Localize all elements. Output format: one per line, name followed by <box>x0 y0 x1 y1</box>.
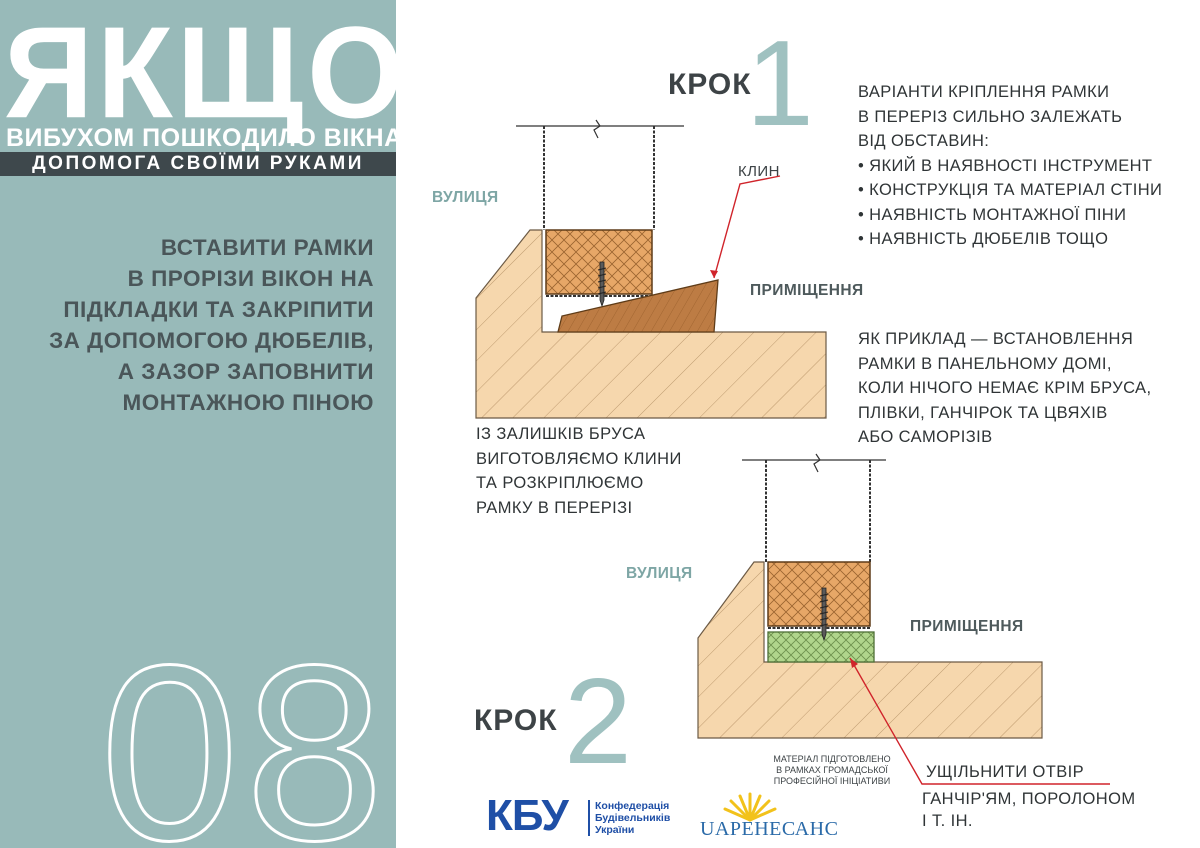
example-line: РАМКИ В ПАНЕЛЬНОМУ ДОМІ, <box>858 354 1112 373</box>
list-item: ЯКИЙ В НАЯВНОСТІ ІНСТРУМЕНТ <box>858 154 1162 179</box>
diagram-step1 <box>475 119 827 419</box>
seal-desc-line: І Т. ІН. <box>922 812 973 830</box>
timber-frame <box>545 229 653 295</box>
example-line: ЯК ПРИКЛАД — ВСТАНОВЛЕННЯ <box>858 330 1134 348</box>
intro-line: ВАРІАНТИ КРІПЛЕННЯ РАМКИ <box>858 83 1110 101</box>
step1-word: КРОК <box>668 68 752 101</box>
step1-caption: ІЗ ЗАЛИШКІВ БРУСА ВИГОТОВЛЯЄМО КЛИНИ ТА … <box>476 422 682 520</box>
kby-text-line: Конфедерація <box>595 800 670 812</box>
caption-line: РАМКУ В ПЕРЕРІЗІ <box>476 498 633 517</box>
uar-logo: UAРЕНЕСАНС <box>700 818 839 840</box>
subtitle-band: ДОПОМОГА СВОЇМИ РУКАМИ <box>0 152 396 176</box>
left-panel: ЯКЩО ВИБУХОМ ПОШКОДИЛО ВІКНА ДОПОМОГА СВ… <box>0 0 396 848</box>
label-street-1: ВУЛИЦЯ <box>432 189 499 206</box>
intro-line: ВІД ОБСТАВИН: <box>858 132 990 150</box>
instruction-line: А ЗАЗОР ЗАПОВНИТИ <box>117 359 374 384</box>
instruction-line: ЗА ДОПОМОГОЮ ДЮБЕЛІВ, <box>49 328 374 353</box>
wedge <box>557 279 719 333</box>
instruction-line: ВСТАВИТИ РАМКИ <box>160 235 374 260</box>
seal-desc: ГАНЧІР'ЯМ, ПОРОЛОНОМ І Т. ІН. <box>922 788 1135 832</box>
kby-text: Конфедерація Будівельників України <box>595 800 670 836</box>
label-street-2: ВУЛИЦЯ <box>626 565 693 582</box>
seal-title: УЩІЛЬНИТИ ОТВІР <box>926 763 1084 781</box>
kby-text-line: Будівельників <box>595 812 671 824</box>
example-line: АБО САМОРІЗІВ <box>858 428 993 446</box>
label-wedge: КЛИН <box>738 163 780 180</box>
credit-line: В РАМКАХ ГРОМАДСЬКОЇ <box>776 765 888 775</box>
intro-line: В ПЕРЕРІЗ СИЛЬНО ЗАЛЕЖАТЬ <box>858 107 1123 126</box>
instruction-line: МОНТАЖНОЮ ПІНОЮ <box>122 390 374 415</box>
step2-word: КРОК <box>474 704 558 737</box>
factor-list: ЯКИЙ В НАЯВНОСТІ ІНСТРУМЕНТ КОНСТРУКЦІЯ … <box>858 154 1162 252</box>
example-line: КОЛИ НІЧОГО НЕМАЄ КРІМ БРУСА, <box>858 379 1152 397</box>
list-item: КОНСТРУКЦІЯ ТА МАТЕРІАЛ СТІНИ <box>858 178 1162 203</box>
wall-section <box>697 561 1043 739</box>
credit-line: ПРОФЕСІЙНОЇ ІНІЦІАТИВИ <box>773 776 891 786</box>
wedge-pointer <box>713 175 781 279</box>
page-subtitle: ВИБУХОМ ПОШКОДИЛО ВІКНА <box>6 124 396 152</box>
instruction-text: ВСТАВИТИ РАМКИ В ПРОРІЗИ ВІКОН НА ПІДКЛА… <box>14 232 374 418</box>
label-room-1: ПРИМІЩЕННЯ <box>750 282 864 299</box>
instruction-line: В ПРОРІЗИ ВІКОН НА <box>127 266 374 291</box>
logo-divider <box>588 800 590 836</box>
list-item: НАЯВНІСТЬ МОНТАЖНОЇ ПІНИ <box>858 203 1162 228</box>
list-item: НАЯВНІСТЬ ДЮБЕЛІВ ТОЩО <box>858 227 1162 252</box>
caption-line: ВИГОТОВЛЯЄМО КЛИНИ <box>476 449 682 468</box>
step1-intro: ВАРІАНТИ КРІПЛЕННЯ РАМКИ В ПЕРЕРІЗ СИЛЬН… <box>858 80 1162 252</box>
seal-pointer <box>849 657 1110 785</box>
seal-desc-line: ГАНЧІР'ЯМ, ПОРОЛОНОМ <box>922 790 1136 808</box>
timber-frame <box>767 561 871 627</box>
kby-logo: КБУ <box>486 791 569 840</box>
page-title: ЯКЩО <box>4 0 396 146</box>
caption-line: ТА РОЗКРІПЛЮЄМО <box>476 474 644 492</box>
page-number: 08 <box>98 613 391 848</box>
label-room-2: ПРИМІЩЕННЯ <box>910 618 1024 635</box>
caption-line: ІЗ ЗАЛИШКІВ БРУСА <box>476 425 646 443</box>
instruction-line: ПІДКЛАДКИ ТА ЗАКРІПИТИ <box>63 297 374 322</box>
example-line: ПЛІВКИ, ГАНЧІРОК ТА ЦВЯХІВ <box>858 403 1108 422</box>
step2-digit: 2 <box>564 653 632 789</box>
step2-example: ЯК ПРИКЛАД — ВСТАНОВЛЕННЯ РАМКИ В ПАНЕЛЬ… <box>858 327 1151 450</box>
sun-icon <box>723 792 777 822</box>
kby-text-line: України <box>595 824 635 836</box>
diagram-step2 <box>697 453 1110 785</box>
step1-digit: 1 <box>746 15 814 151</box>
credit-line: МАТЕРІАЛ ПІДГОТОВЛЕНО <box>773 754 891 764</box>
seal-layer <box>767 631 875 663</box>
credit-text: МАТЕРІАЛ ПІДГОТОВЛЕНО В РАМКАХ ГРОМАДСЬК… <box>772 754 892 787</box>
band-text: ДОПОМОГА СВОЇМИ РУКАМИ <box>32 153 364 174</box>
